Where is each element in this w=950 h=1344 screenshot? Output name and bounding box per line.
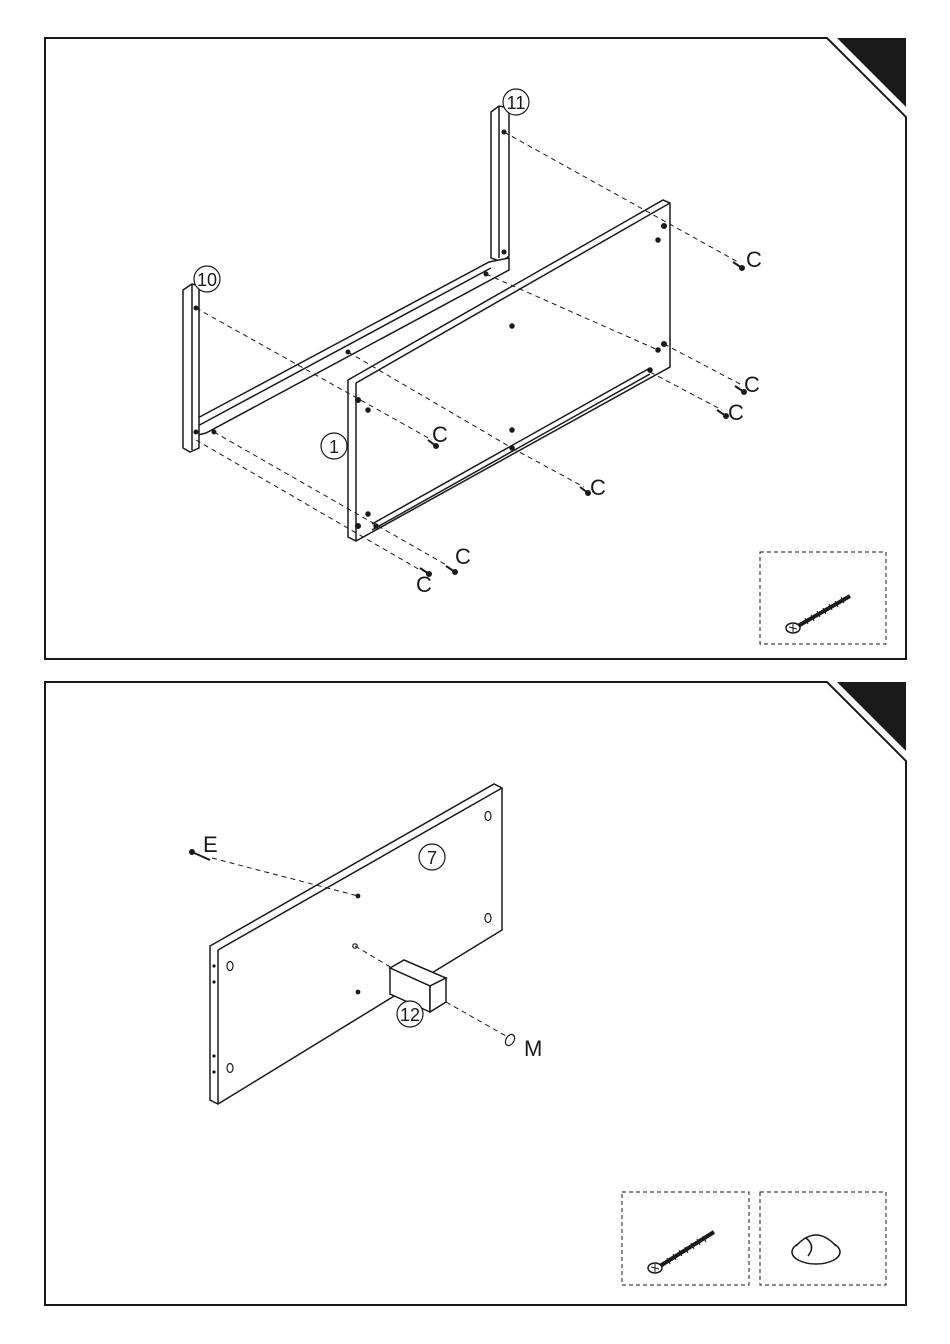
step-2-corner-tab xyxy=(837,682,906,751)
step-2-hardware-box-screw xyxy=(622,1192,749,1285)
cap-label-m: M xyxy=(524,1036,542,1061)
step-1-hardware-box xyxy=(760,552,886,644)
svg-text:11: 11 xyxy=(507,93,526,113)
screw-label-c: C xyxy=(590,475,606,500)
cam-cap-icon xyxy=(792,1235,840,1264)
screw-label-c: C xyxy=(746,247,762,272)
cam-cap-m xyxy=(504,1033,517,1047)
part-number-7: 7 xyxy=(419,844,445,870)
part-number-10: 10 xyxy=(194,266,220,292)
part-number-12: 12 xyxy=(397,1001,423,1027)
screw-label-e: E xyxy=(203,832,218,857)
panel-7 xyxy=(210,784,502,1104)
part-number-11: 11 xyxy=(503,89,529,115)
step-1-corner-tab xyxy=(837,38,906,107)
screw-label-c: C xyxy=(432,422,448,447)
step-1-panel: C C C C C C C 11 10 1 xyxy=(0,0,950,672)
part-number-1: 1 xyxy=(321,433,347,459)
screw-label-c: C xyxy=(728,400,744,425)
screw-icon xyxy=(786,596,850,633)
svg-text:10: 10 xyxy=(197,270,217,290)
step-2-hardware-box-cap xyxy=(760,1192,886,1285)
screw-icon xyxy=(648,1232,714,1273)
screw-label-c: C xyxy=(744,372,760,397)
svg-text:7: 7 xyxy=(427,848,437,868)
step-2-panel: E M 7 12 xyxy=(0,672,950,1344)
svg-text:12: 12 xyxy=(400,1005,420,1025)
step-2-frame xyxy=(45,682,906,1305)
screw-label-c: C xyxy=(416,572,432,597)
svg-text:1: 1 xyxy=(329,437,339,457)
screw-label-c: C xyxy=(455,544,471,569)
